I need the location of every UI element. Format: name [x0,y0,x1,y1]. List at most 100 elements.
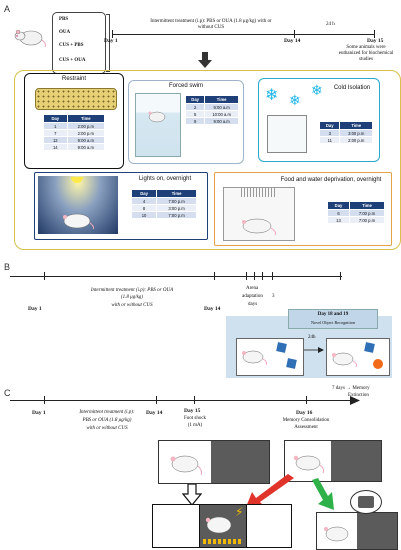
col-header: Day [318,121,341,130]
familiar-object [364,342,375,353]
col-header: Time [349,201,385,210]
panel-label-b: B [4,262,11,272]
group-label: PBS [59,17,69,22]
day-label: Day 1 [28,306,42,312]
tick [294,30,295,38]
tick [246,272,247,280]
cell: 7:00 p.m [156,211,197,219]
shock-bolt-icon: ⚡ [235,505,244,519]
familiar-object [276,342,287,353]
day-label: Day 15 [184,408,201,414]
tick [214,272,215,280]
tick [262,272,263,280]
avoidance-box-training [158,440,270,484]
groups-box: PBS OUA CUS + PBS CUS + OUA [52,12,106,74]
card-title: Food and water deprivation, overnight [280,177,382,183]
training-arena [236,338,304,376]
day-label: Day 14 [284,38,301,44]
rat-icon [324,526,349,542]
test-arena [326,338,390,376]
panel-label-a: A [4,4,11,14]
tick [272,272,273,280]
card-title: Lights on, overnight [138,176,192,182]
gap-label: 24 h [326,22,335,27]
novel-object [373,359,383,369]
tick [306,396,307,404]
cell: 9:00 a.m [66,143,106,151]
col-header: Time [66,114,106,123]
treatment-text: Intermittent treatment (i.p): PBS or OUA [90,288,174,293]
col-header: Day [326,201,351,210]
card-title: Restraint [61,76,86,82]
day-label: Day 1 [104,38,118,44]
treatment-text: PBS or OUA (1.8 μg/kg) [82,418,132,423]
timeline-c [10,400,358,401]
cell: 7:00 p.m [156,197,197,205]
tick [44,272,45,280]
tick [44,396,45,404]
group-label: OUA [59,30,71,35]
down-arrow-icon [182,484,202,506]
wire-lid [241,187,277,197]
rat-icon [205,516,232,534]
rat-icon [170,455,203,475]
rat-icon [242,350,268,365]
cell: 7:00 p.m [349,216,385,224]
nor-title: Novel Object Recognition [311,320,355,325]
euthanasia-note: Some animals were euthanized for biochem… [338,45,394,62]
avoidance-box-memory [316,512,398,550]
red-arrow-icon [244,474,294,512]
panel-label-c: C [4,388,11,398]
arena-text: 3 [272,294,275,299]
extinction-text: Extinction [348,393,369,398]
shock-text: Foot shock [183,416,207,421]
avoidance-box-shock: ⚡ [152,504,292,548]
cell: 10:00 a.m [204,110,239,118]
arrow-right-icon [304,347,324,353]
dark-compartment [357,513,397,549]
col-header: Day [130,189,158,198]
day-label: Day 16 [296,410,313,416]
tick [374,30,375,38]
card-title: Forced swim [168,83,203,89]
restrainer-tube [35,88,117,110]
tick [194,396,195,404]
rat-icon [63,213,95,229]
rat-icon [242,218,276,235]
lamp-icon [71,177,83,183]
green-arrow-icon [312,478,334,510]
avoidance-box-test [284,440,382,482]
cell: 2:00 p.m [66,129,106,137]
snowflake-icon: ❄ [289,93,301,109]
cell: 13 [326,216,351,224]
day-label: Day 14 [146,410,163,416]
down-arrow-icon [198,52,212,68]
cell: 10 [130,211,158,219]
tick [156,396,157,404]
shock-grid [203,539,241,544]
tick [340,272,341,280]
snowflake-icon: ❄ [311,83,323,99]
cell: 2:00 p.m [66,122,106,130]
cell: 2 [184,103,206,111]
arena-text: adaptation [242,294,263,299]
nor-header: Day 18 and 19 Novel Object Recognition [288,309,378,329]
shock-text: (1 mA) [187,423,203,428]
cell: 12 [43,136,68,144]
cell: 7 [43,129,68,137]
day-label: Day 1 [32,410,46,416]
